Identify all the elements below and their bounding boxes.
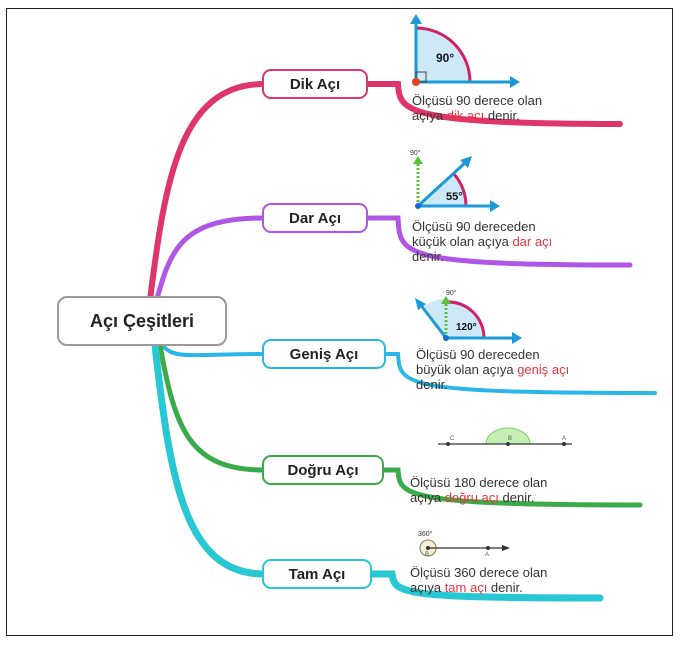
reference-label: 90° (410, 149, 421, 157)
desc-line: küçük olan açıya dar açı (412, 234, 552, 249)
obtuse-angle-figure: 90° 120° (415, 289, 522, 344)
connector-dogru (157, 342, 643, 508)
arrow-head (441, 296, 451, 304)
root-label: Açı Çeşitleri (89, 310, 195, 331)
highlight-term: dar açı (512, 234, 553, 249)
branch-node-dar-aci[interactable]: Dar Açı (262, 203, 368, 233)
point-a (562, 442, 566, 446)
angle-label: 120° (456, 322, 477, 333)
branch-label-dik-aci: Dik Açı (289, 75, 341, 93)
branch-label-genis-aci: Geniş Açı (289, 345, 359, 363)
angle-label: 360° (418, 530, 433, 538)
branch-label-tam-aci: Tam Açı (288, 565, 346, 583)
angle-fill (416, 28, 470, 82)
desc-line: denir. (416, 377, 448, 392)
point-b (506, 442, 510, 446)
vertex-point (426, 546, 430, 550)
desc-dar-aci: Ölçüsü 90 dereceden küçük olan açıya dar… (412, 219, 552, 264)
arrow-head (413, 156, 423, 164)
branch-node-dik-aci[interactable]: Dik Açı (262, 69, 368, 99)
highlight-term: geniş açı (517, 362, 570, 377)
desc-tam-aci: Ölçüsü 360 derece olan açıya tam açı den… (410, 565, 547, 595)
desc-line: açıya tam açı denir. (410, 580, 547, 595)
desc-text: açıya (410, 580, 445, 595)
highlight-term: doğru açı (444, 490, 499, 505)
angle-fill (485, 427, 531, 445)
desc-line: Ölçüsü 360 derece olan (410, 565, 548, 580)
branch-node-genis-aci[interactable]: Geniş Açı (262, 339, 386, 369)
point-label: B (425, 552, 429, 558)
point-c (446, 442, 450, 446)
desc-line: Ölçüsü 90 dereceden (412, 219, 536, 234)
right-angle-figure: 90° (410, 14, 520, 88)
vertex-point (443, 335, 449, 341)
branch-node-dogru-aci[interactable]: Doğru Açı (262, 455, 384, 485)
vertex-point (412, 78, 420, 86)
desc-dik-aci: Ölçüsü 90 derece olan açıya dik açı deni… (412, 93, 542, 123)
desc-text: denir. (484, 108, 520, 123)
desc-text: açıya (412, 108, 447, 123)
connector-dar (152, 215, 633, 309)
desc-genis-aci: Ölçüsü 90 dereceden büyük olan açıya gen… (416, 347, 569, 392)
arrow-head (502, 545, 510, 551)
desc-line: açıya doğru açı denir. (410, 490, 547, 505)
connector-genis (160, 343, 657, 395)
arrow-head (410, 14, 422, 24)
desc-line: Ölçüsü 180 derece olan (410, 475, 548, 490)
desc-line: denir. (412, 249, 444, 264)
branch-label-dar-aci: Dar Açı (289, 209, 341, 227)
arrow-head (510, 76, 520, 88)
desc-dogru-aci: Ölçüsü 180 derece olan açıya doğru açı d… (410, 475, 547, 505)
root-node[interactable]: Açı Çeşitleri (57, 296, 227, 346)
reference-label: 90° (446, 289, 457, 297)
full-angle-figure: 360° B A (418, 530, 510, 558)
acute-angle-figure: 90° 55° (410, 149, 500, 212)
desc-line: büyük olan açıya geniş açı (416, 362, 569, 377)
desc-line: Ölçüsü 90 dereceden (416, 347, 540, 362)
desc-text: denir. (498, 490, 535, 505)
point-label: B (508, 436, 512, 442)
angle-arc (452, 173, 468, 207)
highlight-term: tam açı (444, 580, 488, 595)
connector-dik (147, 81, 623, 303)
right-angle-mark (415, 71, 427, 83)
desc-text: büyük olan açıya (416, 362, 518, 377)
angle-arc (415, 26, 472, 83)
straight-angle-figure: C B A (438, 427, 572, 446)
arrow-head (460, 156, 472, 168)
angle-label: 55° (446, 191, 463, 203)
ray-slanted (416, 160, 468, 208)
point-label: C (450, 436, 455, 442)
arrow-head (490, 200, 500, 212)
arrow-head (415, 298, 426, 310)
point-label: A (562, 436, 566, 442)
vertex-point (415, 203, 421, 209)
ray-slanted (418, 303, 448, 339)
angle-arc (445, 300, 486, 339)
desc-line: Ölçüsü 90 derece olan (412, 93, 543, 108)
desc-line: açıya dik açı denir. (412, 108, 542, 123)
branch-node-tam-aci[interactable]: Tam Açı (262, 559, 372, 589)
point-a (486, 546, 490, 550)
desc-text: denir. (487, 580, 523, 595)
desc-text: açıya (410, 490, 445, 505)
angle-label: 90° (436, 51, 454, 65)
desc-text: küçük olan açıya (412, 234, 513, 249)
branch-label-dogru-aci: Doğru Açı (287, 461, 359, 479)
highlight-term: dik açı (446, 108, 485, 123)
point-label: A (485, 552, 489, 558)
arrow-head (512, 332, 522, 344)
